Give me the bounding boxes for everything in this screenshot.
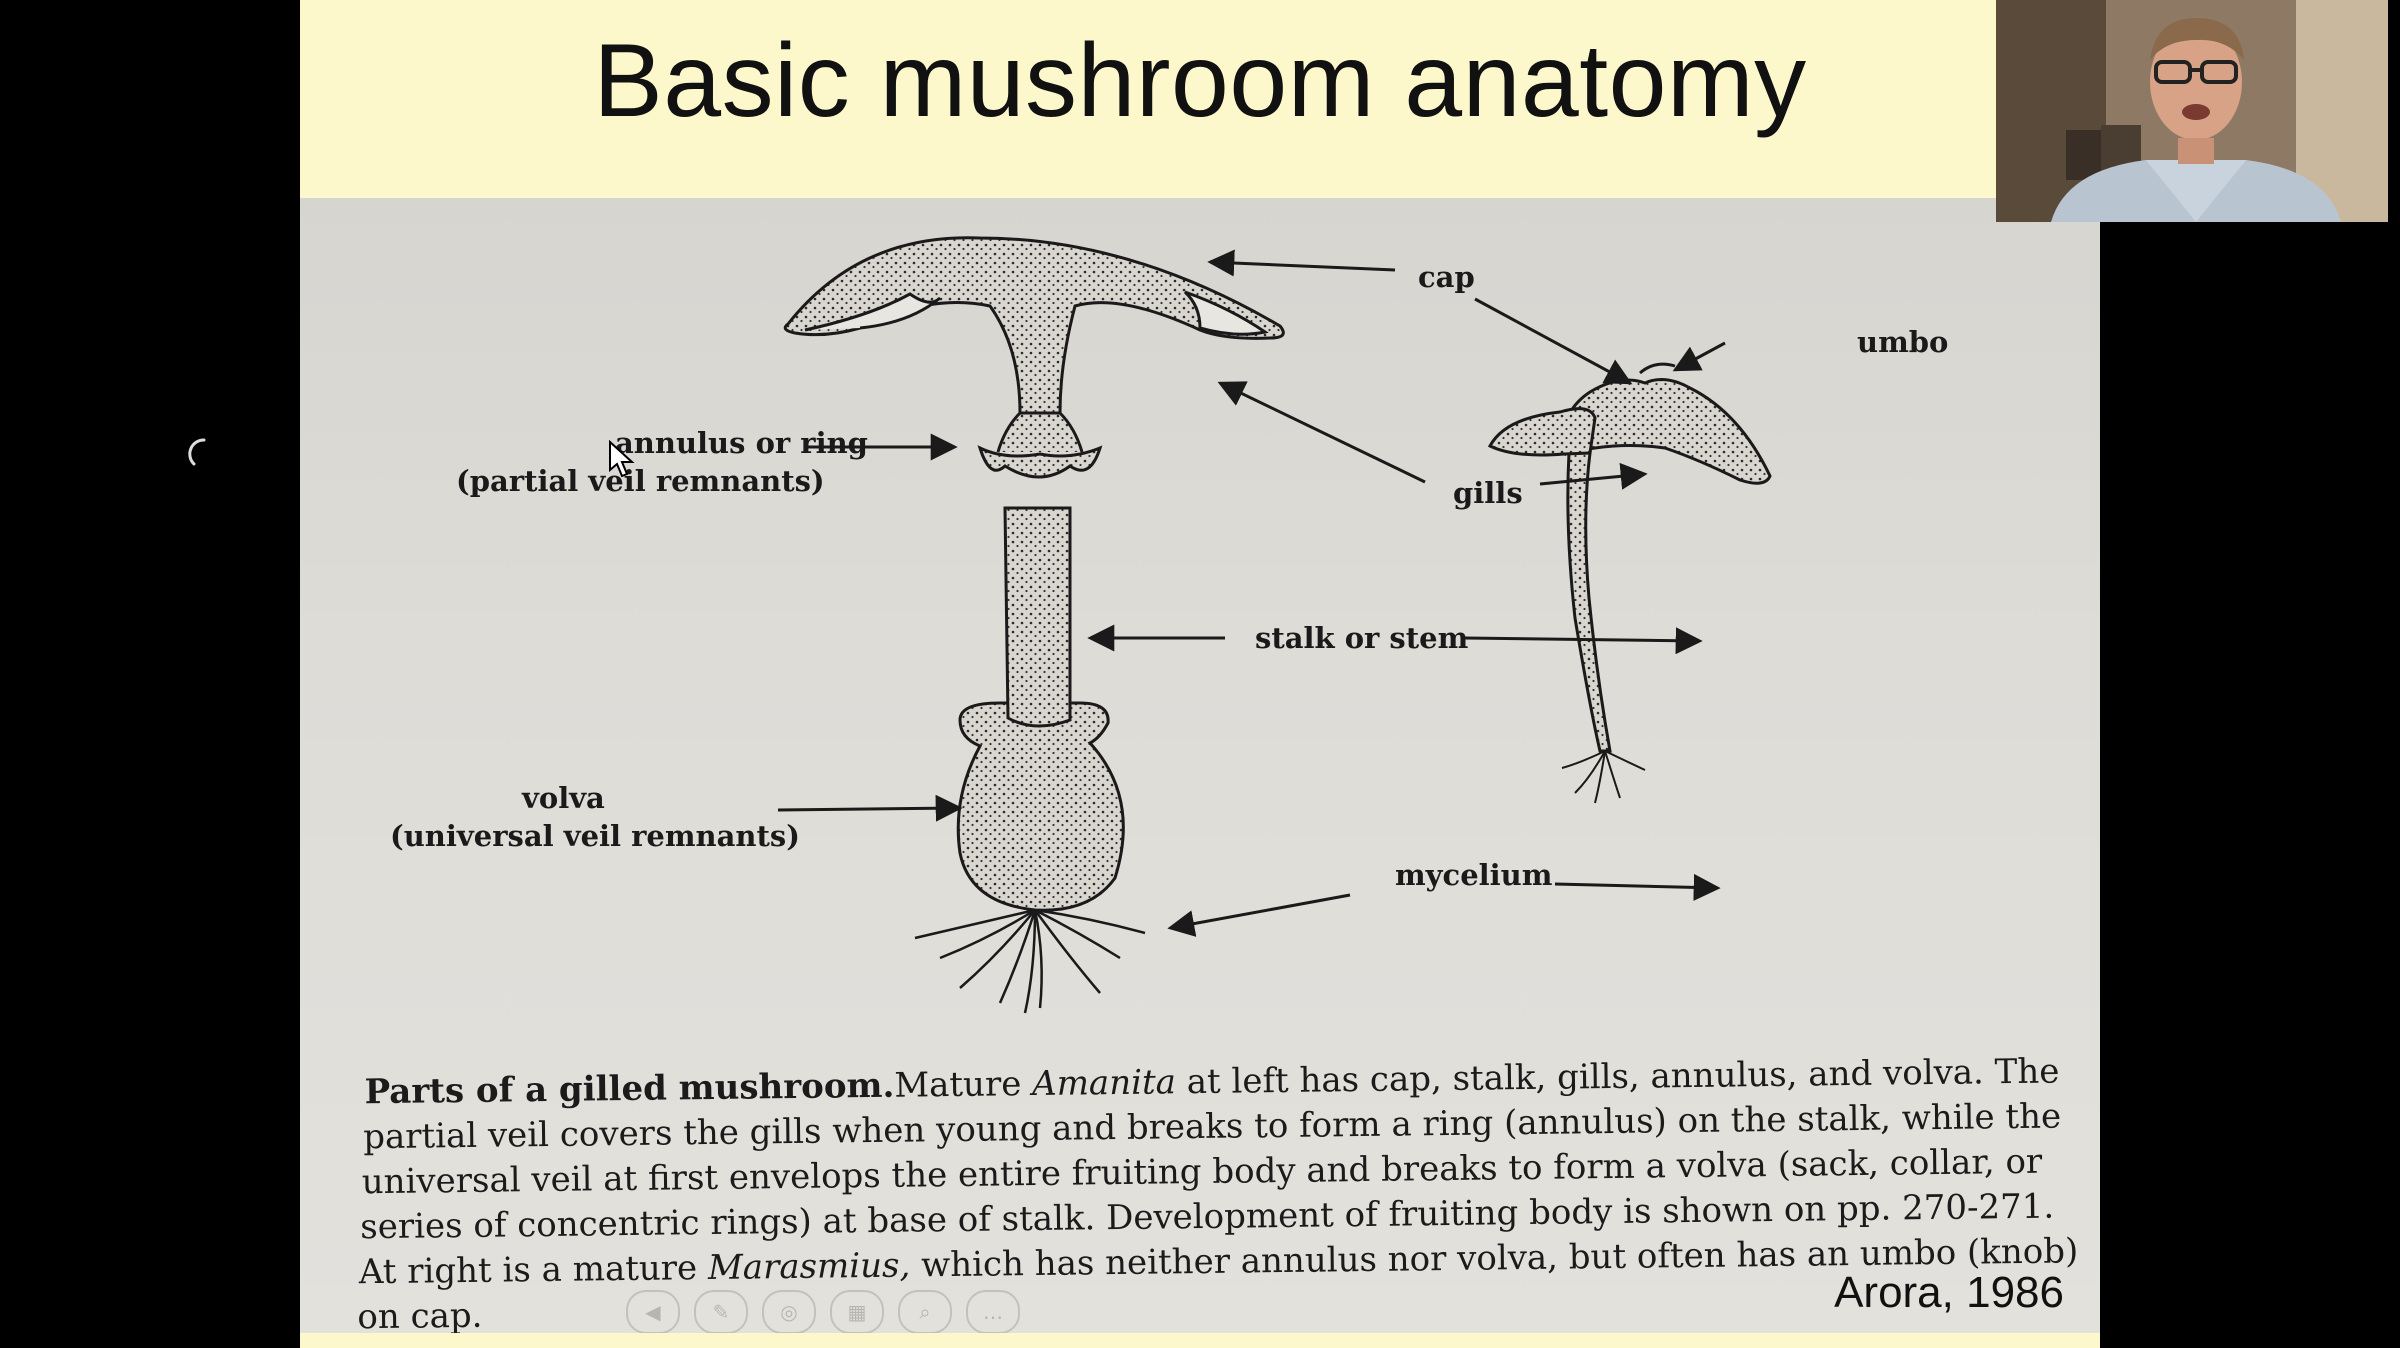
slide-title-band: Basic mushroom anatomy <box>300 0 2100 198</box>
slide-title: Basic mushroom anatomy <box>593 23 1807 139</box>
callout-arrows <box>777 249 1726 937</box>
caption-line-6: on cap. <box>357 1296 483 1333</box>
presentation-slide: Basic mushroom anatomy <box>300 0 2100 1348</box>
presentation-toolbar: ◀ ✎ ◎ ▦ ⌕ … <box>626 1290 1020 1334</box>
slide-bottom-strip <box>300 1333 2100 1348</box>
label-gills: gills <box>1453 476 1523 510</box>
label-annulus: annulus or ring <box>615 426 868 460</box>
label-stalk: stalk or stem <box>1255 621 1469 655</box>
label-umbo: umbo <box>1857 325 1948 359</box>
presenter-video-frame <box>1996 0 2388 222</box>
presenter-webcam-video[interactable] <box>1996 0 2388 222</box>
see-all-slides-button[interactable]: ▦ <box>830 1290 884 1334</box>
previous-slide-button[interactable]: ◀ <box>626 1290 680 1334</box>
textbook-figure-photo: cap umbo annulus or ring (partial veil r… <box>300 198 2100 1333</box>
pen-tool-button[interactable]: ✎ <box>694 1290 748 1334</box>
marasmius-illustration <box>1487 362 1772 804</box>
label-volva: volva <box>521 781 605 815</box>
label-volva-note: (universal veil remnants) <box>390 819 800 853</box>
image-credit: Arora, 1986 <box>1834 1268 2064 1317</box>
mouse-cursor-icon <box>609 440 635 478</box>
laser-pointer-button[interactable]: ◎ <box>762 1290 816 1334</box>
label-cap: cap <box>1418 260 1475 294</box>
label-mycelium: mycelium <box>1395 858 1553 892</box>
zoom-button[interactable]: ⌕ <box>898 1290 952 1334</box>
more-options-button[interactable]: … <box>966 1290 1020 1334</box>
amanita-illustration <box>783 236 1285 1014</box>
figure-caption: Parts of a gilled mushroom.Mature Amanit… <box>357 1051 2078 1333</box>
mushroom-diagram: cap umbo annulus or ring (partial veil r… <box>357 236 2079 1333</box>
loading-spinner-icon <box>188 438 206 466</box>
label-annulus-note: (partial veil remnants) <box>456 464 825 498</box>
